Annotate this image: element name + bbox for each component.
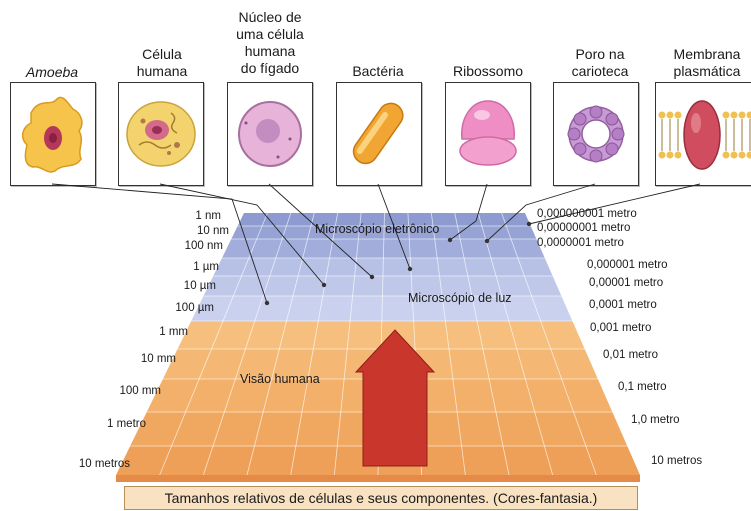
grid-line bbox=[159, 212, 268, 476]
label-plasma-membrane: Membrana plasmática bbox=[673, 46, 741, 79]
growth-arrow bbox=[354, 329, 436, 467]
card-ribosome bbox=[445, 82, 531, 186]
scale-label-right: 0,1 metro bbox=[618, 381, 667, 393]
ribosome-illustration bbox=[459, 100, 517, 166]
leader-dot bbox=[264, 300, 270, 306]
leader-line bbox=[528, 183, 701, 225]
leader-line bbox=[159, 183, 325, 286]
grid-line bbox=[454, 212, 510, 476]
nucleus-illustration bbox=[238, 101, 302, 167]
grid-line bbox=[477, 212, 554, 476]
card-amoeba bbox=[10, 82, 96, 186]
label-amoeba: Amoeba bbox=[25, 64, 79, 80]
zone-label-human: Visão humana bbox=[240, 372, 320, 386]
leader-dot bbox=[447, 237, 453, 243]
human-cell-illustration bbox=[126, 101, 196, 167]
bacterium-illustration bbox=[352, 102, 404, 165]
scale-label-left: 10 µm bbox=[183, 280, 216, 292]
amoeba-illustration bbox=[21, 96, 83, 173]
leader-line bbox=[486, 183, 596, 242]
card-plasma-membrane bbox=[655, 82, 751, 186]
label-liver-nucleus: Núcleo de uma célula humana do fígado bbox=[236, 9, 304, 76]
leader-line bbox=[377, 183, 411, 270]
scale-base bbox=[116, 475, 640, 482]
leader-dot bbox=[484, 238, 490, 244]
leader-dot bbox=[407, 266, 413, 272]
leader-line bbox=[51, 183, 268, 304]
leader-dot bbox=[321, 282, 327, 288]
scale-label-right: 1,0 metro bbox=[631, 414, 680, 426]
scale-label-right: 0,01 metro bbox=[603, 349, 658, 361]
nuclear-pore-illustration bbox=[567, 105, 625, 163]
scale-label-left: 100 mm bbox=[119, 385, 161, 397]
membrane-illustration bbox=[658, 100, 751, 170]
card-nuclear-pore bbox=[553, 82, 639, 186]
grid-line bbox=[290, 212, 339, 476]
scale-label-right: 0,000000001 metro bbox=[537, 208, 637, 220]
leader-dot bbox=[526, 221, 532, 227]
label-bacterium: Bactéria bbox=[352, 63, 404, 79]
leader-dot bbox=[369, 274, 375, 280]
zone-label-light: Microscópio de luz bbox=[408, 291, 512, 305]
scale-label-right: 0,00001 metro bbox=[589, 277, 664, 289]
figure-caption: Tamanhos relativos de células e seus com… bbox=[124, 486, 638, 510]
scale-label-left: 10 metros bbox=[78, 458, 130, 470]
label-human-cell: Célula humana bbox=[136, 46, 188, 79]
scale-label-right: 0,00000001 metro bbox=[537, 222, 631, 234]
grid-line bbox=[430, 212, 466, 476]
scale-label-right: 0,0001 metro bbox=[589, 299, 657, 311]
scale-label-left: 100 µm bbox=[175, 302, 214, 314]
label-ribosome: Ribossomo bbox=[452, 63, 524, 79]
zone-label-electron: Microscópio eletrônico bbox=[315, 222, 440, 236]
scale-label-right: 0,000001 metro bbox=[587, 259, 668, 271]
scale-label-right: 0,001 metro bbox=[590, 322, 652, 334]
label-nuclear-pore: Poro na carioteca bbox=[571, 46, 629, 79]
scale-label-right: 0,0000001 metro bbox=[537, 237, 624, 249]
scale-label-left: 10 nm bbox=[197, 225, 229, 237]
scale-label-right: 10 metros bbox=[651, 455, 703, 467]
scale-label-left: 1 mm bbox=[159, 326, 188, 338]
grid-line bbox=[501, 212, 597, 476]
scale-label-left: 1 µm bbox=[193, 261, 219, 273]
scale-label-left: 10 mm bbox=[140, 353, 176, 365]
leader-line bbox=[449, 183, 488, 241]
grid-line bbox=[202, 212, 292, 476]
grid-line bbox=[246, 212, 315, 476]
scale-label-left: 100 nm bbox=[184, 240, 223, 252]
scale-label-left: 1 nm bbox=[195, 210, 221, 222]
card-human-cell bbox=[118, 82, 204, 186]
leader-line bbox=[268, 183, 373, 278]
grid-line bbox=[333, 212, 362, 476]
scale-label-left: 1 metro bbox=[107, 418, 146, 430]
card-bacterium bbox=[336, 82, 422, 186]
